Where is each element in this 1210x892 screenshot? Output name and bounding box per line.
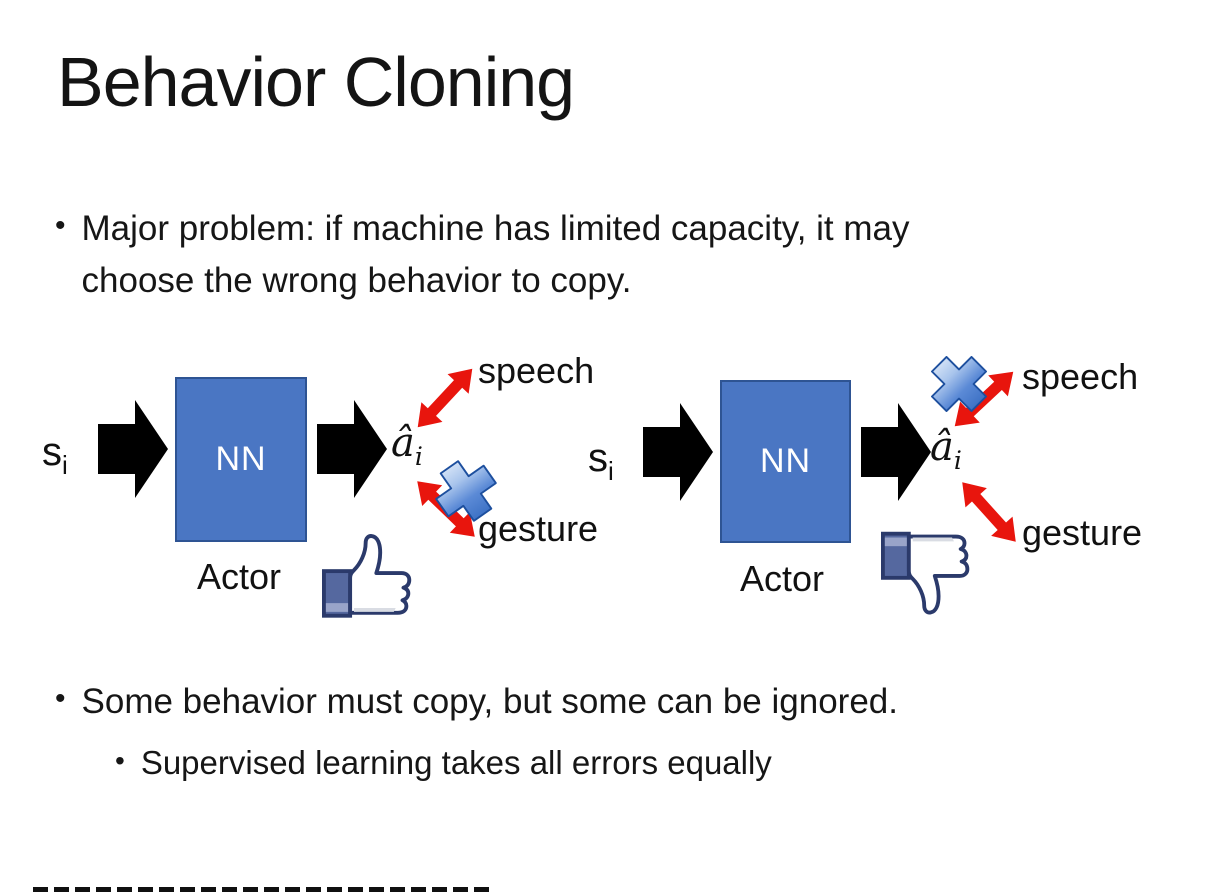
block-arrow-icon	[643, 403, 713, 501]
nn-label: NN	[215, 440, 267, 478]
double-arrow-speech-icon	[417, 368, 473, 428]
output-symbol: â	[391, 420, 415, 466]
thumbs-up-icon	[322, 534, 412, 618]
nn-label: NN	[759, 442, 812, 480]
left-output-label: âi	[391, 420, 423, 469]
nn-box-left: NN	[175, 377, 307, 542]
gesture-label-right: gesture	[1022, 512, 1143, 553]
nn-box-right: NN	[720, 380, 851, 543]
cross-out-icon	[931, 356, 987, 412]
gesture-label-left: gesture	[478, 508, 599, 549]
bullet-marker: •	[55, 682, 66, 715]
left-input-label: si	[42, 430, 68, 478]
bullet-major-problem: • Major problem: if machine has limited …	[55, 203, 1065, 307]
bullet-major-text: Major problem: if machine has limited ca…	[81, 209, 910, 300]
block-arrow-icon	[861, 403, 931, 501]
double-arrow-gesture-icon	[962, 482, 1016, 542]
cropped-text-line	[33, 887, 489, 892]
block-arrow-icon	[317, 400, 387, 498]
bullet-marker: •	[115, 745, 125, 776]
output-subscript: i	[953, 446, 962, 475]
bullet-some-text: Some behavior must copy, but some can be…	[81, 682, 898, 721]
input-symbol: s	[42, 430, 62, 474]
actor-label-right: Actor	[740, 558, 825, 599]
right-input-label: si	[588, 436, 614, 484]
output-symbol: â	[930, 424, 954, 470]
bullet-supervised: • Supervised learning takes all errors e…	[115, 739, 772, 788]
bullet-some-behavior: • Some behavior must copy, but some can …	[55, 676, 898, 728]
cross-out-icon	[435, 460, 497, 522]
right-output-label: âi	[930, 424, 962, 473]
bullet-supervised-text: Supervised learning takes all errors equ…	[140, 744, 772, 781]
input-subscript: i	[608, 456, 614, 486]
input-symbol: s	[588, 436, 608, 480]
thumbs-down-icon	[881, 531, 970, 615]
actor-label-left: Actor	[197, 556, 282, 597]
block-arrow-icon	[98, 400, 168, 498]
speech-label-left: speech	[478, 350, 595, 391]
input-subscript: i	[62, 450, 68, 480]
page-title: Behavior Cloning	[57, 43, 575, 121]
output-subscript: i	[414, 442, 423, 471]
speech-label-right: speech	[1022, 356, 1139, 397]
bullet-marker: •	[55, 209, 66, 242]
